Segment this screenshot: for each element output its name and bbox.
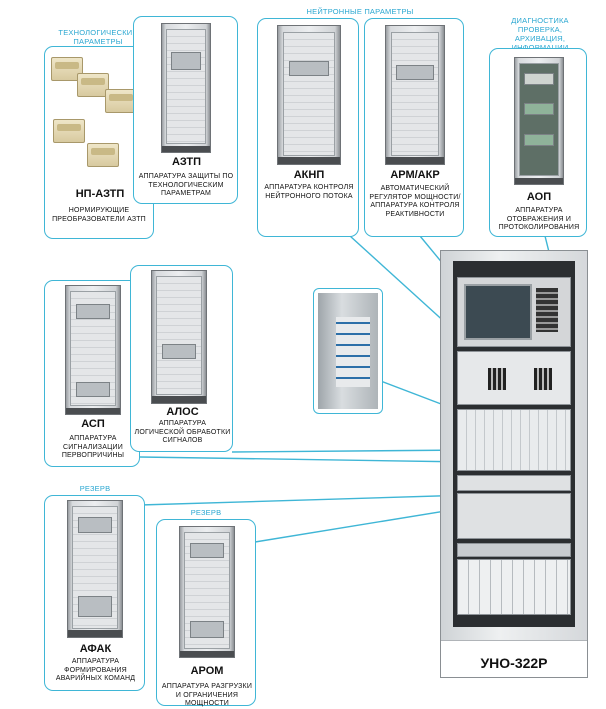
monitor-screen	[464, 284, 532, 340]
converter-image	[77, 73, 109, 97]
keypad	[536, 288, 558, 332]
block-title: АСП	[81, 418, 105, 430]
breaker-unit	[457, 559, 571, 615]
converter-image	[51, 57, 83, 81]
block-title: АОП	[526, 191, 552, 203]
header-tech: ТЕХНОЛОГИЧЕСКИЕ ПАРАМЕТРЫ	[58, 28, 138, 46]
connector-alos	[231, 449, 471, 453]
block-afak: АФАК АППАРАТУРА ФОРМИРОВАНИЯ АВАРИЙНЫХ К…	[44, 495, 145, 691]
converter-image	[105, 89, 137, 113]
cabinet-image	[179, 526, 235, 658]
block-aop: АОП АППАРАТУРА ОТОБРАЖЕНИЯ И ПРОТОКОЛИРО…	[489, 48, 587, 237]
block-desc: АВТОМАТИЧЕСКИЙ РЕГУЛЯТОР МОЩНОСТИ/ АППАР…	[369, 185, 461, 218]
block-desc: АППАРАТУРА КОНТРОЛЯ НЕЙТРОННОГО ПОТОКА	[264, 184, 354, 200]
main-cabinet: УНО-322Р	[440, 250, 588, 678]
closeup-photo	[313, 288, 383, 414]
cabinet-image	[277, 25, 341, 165]
header-reserve1: РЕЗЕРВ	[79, 484, 111, 493]
blank-panel	[457, 493, 571, 539]
connector-arom	[254, 506, 471, 543]
converter-image	[87, 143, 119, 167]
keypad-unit	[457, 351, 571, 405]
block-arm: АРМ/АКР АВТОМАТИЧЕСКИЙ РЕГУЛЯТОР МОЩНОСТ…	[364, 18, 464, 237]
cabinet-label-plate	[441, 640, 587, 677]
cabinet-image	[151, 270, 207, 404]
cabinet-image	[161, 23, 211, 153]
blank-panel	[457, 475, 571, 491]
block-desc: АППАРАТУРА РАЗГРУЗКИ И ОГРАНИЧЕНИЯ МОЩНО…	[161, 683, 253, 707]
block-desc: АППАРАТУРА ЗАЩИТЫ ПО ТЕХНОЛОГИЧЕСКИМ ПАР…	[138, 173, 234, 197]
block-title: АЗТП	[171, 156, 202, 168]
block-arom: АРОМ АППАРАТУРА РАЗГРУЗКИ И ОГРАНИЧЕНИЯ …	[156, 519, 256, 707]
connector-asp	[139, 456, 471, 463]
cabinet-image	[67, 500, 123, 638]
block-title: АЛОС	[166, 406, 199, 418]
block-aknp: АКНП АППАРАТУРА КОНТРОЛЯ НЕЙТРОННОГО ПОТ…	[257, 18, 359, 237]
block-title: АКНП	[293, 169, 325, 181]
block-desc: АППАРАТУРА ФОРМИРОВАНИЯ АВАРИЙНЫХ КОМАНД	[55, 658, 136, 682]
block-title: АФАК	[79, 643, 112, 655]
header-neutron: НЕЙТРОННЫЕ ПАРАМЕТРЫ	[306, 7, 414, 16]
block-desc: АППАРАТУРА ОТОБРАЖЕНИЯ И ПРОТОКОЛИРОВАНИ…	[498, 207, 580, 231]
connector-afak	[139, 494, 471, 506]
display-unit	[457, 277, 571, 347]
module-unit	[457, 409, 571, 471]
block-aztp: АЗТП АППАРАТУРА ЗАЩИТЫ ПО ТЕХНОЛОГИЧЕСКИ…	[133, 16, 238, 204]
wiring-image	[318, 293, 378, 409]
block-alos: АЛОС АППАРАТУРА ЛОГИЧЕСКОЙ ОБРАБОТКИ СИГ…	[130, 265, 233, 452]
block-desc: НОРМИРУЮЩИЕ ПРЕОБРАЗОВАТЕЛИ АЗТП	[52, 207, 146, 223]
block-desc: АППАРАТУРА СИГНАЛИЗАЦИИ ПЕРВОПРИЧИНЫ	[61, 435, 125, 459]
block-asp: АСП АППАРАТУРА СИГНАЛИЗАЦИИ ПЕРВОПРИЧИНЫ	[44, 280, 140, 467]
header-reserve2: РЕЗЕРВ	[190, 508, 222, 517]
block-desc: АППАРАТУРА ЛОГИЧЕСКОЙ ОБРАБОТКИ СИГНАЛОВ	[134, 420, 231, 444]
block-title: АРОМ	[190, 665, 224, 677]
cabinet-image	[385, 25, 445, 165]
cabinet-image	[65, 285, 121, 415]
header-diag: ДИАГНОСТИКА ПРОВЕРКА, АРХИВАЦИЯ, ИНФОРМА…	[511, 16, 569, 52]
block-title: АРМ/АКР	[390, 169, 440, 181]
rack-interior	[453, 261, 575, 627]
converter-image	[53, 119, 85, 143]
block-title: НП-АЗТП	[75, 188, 125, 200]
main-cabinet-label: УНО-322Р	[480, 655, 548, 671]
blank-panel	[457, 543, 571, 557]
cabinet-image	[514, 57, 564, 185]
